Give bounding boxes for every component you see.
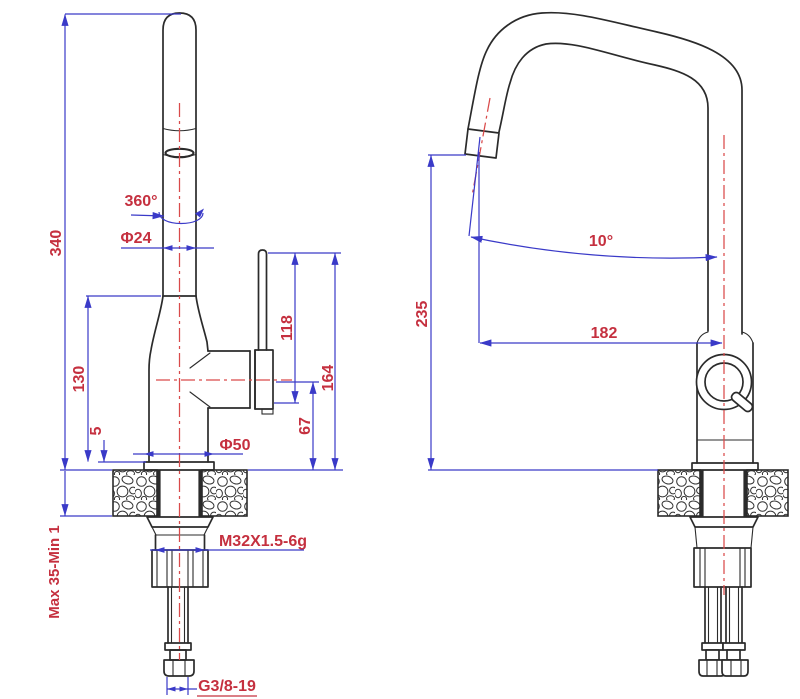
counter-section-left [657, 469, 701, 517]
dim-label-handle-height: 118 [279, 315, 296, 341]
counter-section-left [112, 469, 158, 517]
dim-label-lever-top-height: 164 [320, 365, 337, 392]
dim-label-side-height: 235 [414, 301, 431, 328]
supply-nut [163, 659, 195, 677]
shank-ribs [699, 547, 746, 588]
dim-label-supply-thread: G3/8-19 [198, 678, 256, 695]
body-right-edge [195, 295, 209, 352]
dim-label-reach: 182 [591, 325, 618, 342]
handle-lever [257, 249, 268, 351]
spout-outer-edge [467, 11, 743, 335]
dim-label-base-dia: Φ50 [220, 437, 251, 454]
dimension-labels: 340 Max 35-Min 1 130 5 360° Φ24 Φ50 118 … [46, 193, 617, 695]
body-left-edge [148, 295, 164, 463]
dim-label-body-height: 130 [71, 366, 88, 393]
counter-section-right [746, 469, 789, 517]
shank-ribs [156, 549, 204, 588]
front-view [112, 12, 274, 677]
dimension-annotations [60, 13, 723, 697]
dim-label-swivel: 360° [124, 193, 157, 210]
dim-label-deck-range: Max 35-Min 1 [46, 525, 63, 618]
dim-10deg-arc [470, 235, 718, 262]
dim-label-outlet-height: 67 [297, 417, 314, 435]
aerator-cap [464, 128, 500, 159]
mounting-shank [693, 547, 752, 588]
counter-section-right [201, 469, 248, 517]
dim-label-tilt: 10° [589, 233, 613, 250]
base-plate [691, 462, 759, 471]
dim-label-spout-dia: Φ24 [121, 230, 152, 247]
dim-label-plate-height: 5 [88, 426, 105, 435]
dim-label-mount-thread: M32X1.5-6g [219, 533, 307, 550]
handle-lever-side [730, 391, 754, 413]
spout-inner-edge [498, 42, 709, 332]
supply-hoses [698, 586, 749, 677]
side-view [464, 11, 789, 677]
spout-column [162, 12, 197, 297]
dim-label-total-height: 340 [48, 230, 65, 257]
